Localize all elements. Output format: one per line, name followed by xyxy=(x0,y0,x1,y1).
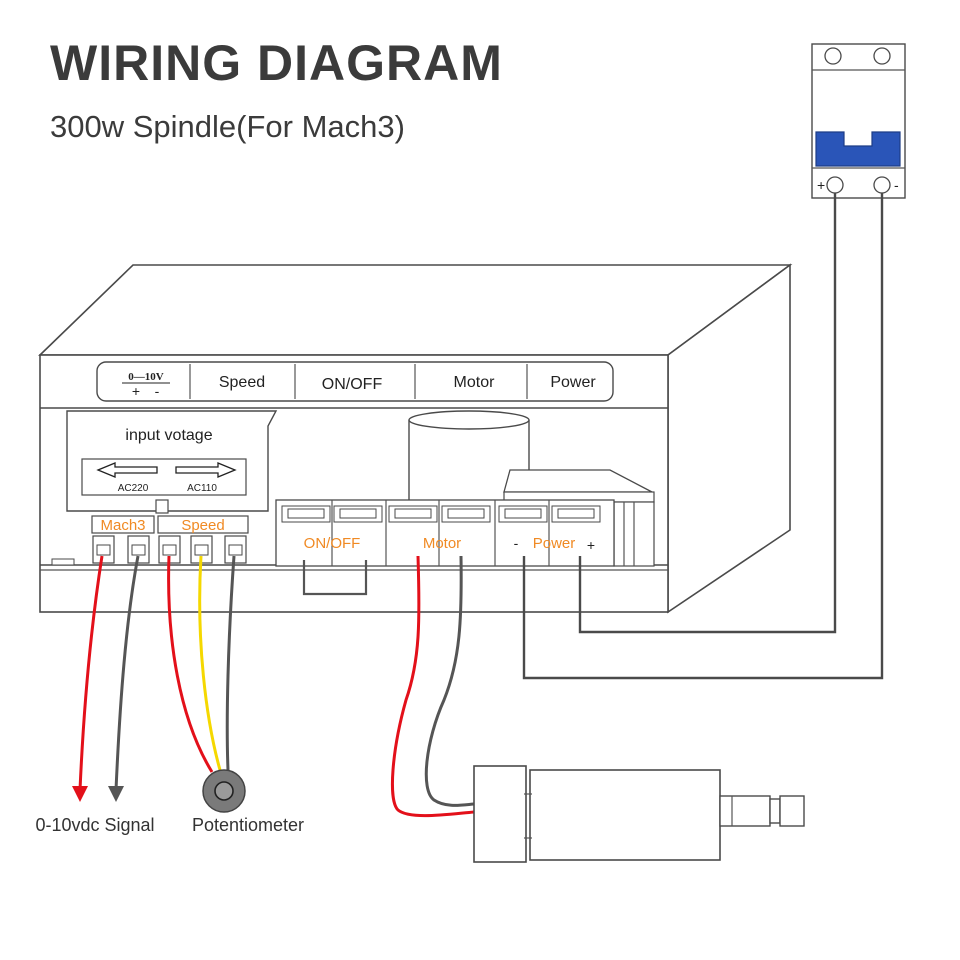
label-panel: 0—10V + - Speed ON/OFF Motor Power xyxy=(96,361,614,402)
speed-terminal-label: Speed xyxy=(181,517,224,534)
page-title: WIRING DIAGRAM xyxy=(50,35,503,91)
terminal-screw-1 xyxy=(92,535,115,564)
mach3-terminal-label: Mach3 xyxy=(100,517,145,534)
potentiometer-label: Potentiometer xyxy=(192,815,304,835)
voltage-right-label: AC110 xyxy=(187,483,217,494)
potentiometer-knob-icon xyxy=(202,769,246,813)
signal-gray-arrow-icon xyxy=(108,786,124,802)
terminal-slot-5 xyxy=(498,505,548,523)
panel-label-power: Power xyxy=(550,374,596,391)
signal-red-wire xyxy=(78,555,104,791)
breaker-switch-lever xyxy=(815,131,901,167)
range-minus-label: - xyxy=(155,383,160,399)
circuit-breaker: + - xyxy=(811,43,906,199)
breaker-screw-top-right xyxy=(873,47,891,65)
terminal-screw-4 xyxy=(190,535,213,564)
terminal-slot-1 xyxy=(281,505,331,523)
panel-label-onoff: ON/OFF xyxy=(322,376,383,393)
page-subtitle: 300w Spindle(For Mach3) xyxy=(50,109,405,144)
input-voltage-box: input votage AC220 AC110 xyxy=(66,410,278,514)
potentiometer-yellow-wire xyxy=(198,555,222,771)
power-terminal-label: Power xyxy=(533,535,576,552)
power-plus-wire xyxy=(578,193,837,634)
panel-label-motor: Motor xyxy=(454,374,496,391)
main-terminal-rail: ON/OFF Motor - Power + xyxy=(275,499,615,567)
power-minus-wire xyxy=(522,193,884,680)
power-plus-label: + xyxy=(587,537,595,553)
onoff-jumper-wire xyxy=(302,560,368,596)
power-minus-label: - xyxy=(514,535,519,551)
breaker-screw-plus xyxy=(826,176,844,194)
arrow-right-icon xyxy=(175,462,237,478)
breaker-screw-top-left xyxy=(824,47,842,65)
signal-label: 0-10vdc Signal xyxy=(35,815,154,835)
control-terminal-block: Mach3 Speed xyxy=(51,515,249,566)
voltage-left-label: AC220 xyxy=(118,483,149,494)
motor-red-wire xyxy=(390,555,475,818)
terminal-slot-3 xyxy=(388,505,438,523)
spindle-motor xyxy=(473,765,805,863)
terminal-slot-2 xyxy=(333,505,383,523)
terminal-screw-5 xyxy=(224,535,247,564)
range-label: 0—10V xyxy=(128,371,164,383)
potentiometer-red-wire xyxy=(167,555,214,773)
signal-red-arrow-icon xyxy=(72,786,88,802)
signal-gray-wire xyxy=(114,555,140,791)
breaker-minus-label: - xyxy=(894,177,899,193)
terminal-screw-3 xyxy=(158,535,181,564)
breaker-screw-minus xyxy=(873,176,891,194)
terminal-screw-2 xyxy=(127,535,150,564)
motor-terminal-label: Motor xyxy=(423,535,461,552)
terminal-slot-6 xyxy=(551,505,601,523)
motor-gray-wire xyxy=(424,555,475,807)
potentiometer-gray-wire xyxy=(225,555,236,771)
power-terminal-housing xyxy=(503,469,655,567)
breaker-plus-label: + xyxy=(817,177,825,193)
onoff-terminal-label: ON/OFF xyxy=(304,535,361,552)
range-plus-label: + xyxy=(132,383,140,399)
input-voltage-title: input votage xyxy=(125,427,212,444)
arrow-left-icon xyxy=(96,462,158,478)
terminal-slot-4 xyxy=(441,505,491,523)
panel-label-speed: Speed xyxy=(219,374,265,391)
